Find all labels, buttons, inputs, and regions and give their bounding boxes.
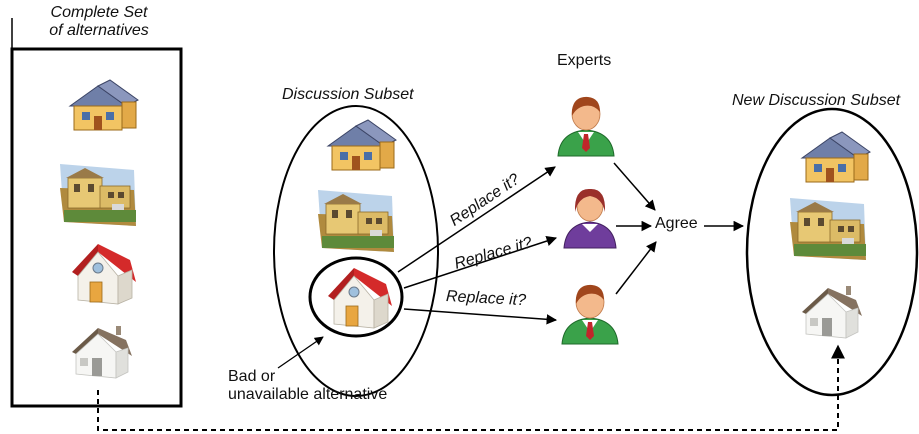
note-line1: Bad or: [228, 368, 276, 385]
new-discussion-subset-ellipse: [745, 107, 919, 397]
villa-photo-icon: [317, 189, 395, 253]
expert-purple-icon: [563, 188, 617, 249]
note-line2: unavailable alternative: [228, 385, 388, 403]
complete-set-title-line2: of alternatives: [49, 21, 149, 39]
dashed-replacement-path: [97, 344, 845, 431]
replace-arrow-1: [397, 166, 556, 273]
red-roof-house-icon: [71, 243, 137, 305]
bad-alternative-highlight: [308, 256, 404, 338]
note-arrow: [277, 336, 324, 369]
villa-photo-icon: [59, 163, 137, 227]
brown-roof-house-icon: [71, 325, 133, 379]
new-discussion-subset-title: New Discussion Subset: [732, 92, 901, 109]
replace-arrow-3: [403, 308, 558, 325]
experts-title: Experts: [557, 52, 612, 69]
expert-green-icon: [561, 284, 619, 345]
expert-green-icon: [557, 96, 615, 157]
discussion-subset-title: Discussion Subset: [282, 86, 414, 103]
replace-arrow-2: [403, 235, 557, 289]
agree-arrow-1: [613, 162, 656, 211]
brown-roof-house-icon: [801, 285, 863, 339]
agree-label: Agree: [655, 215, 698, 232]
blue-roof-house-icon: [801, 131, 871, 183]
agree-arrow-3: [615, 241, 657, 295]
red-roof-house-icon: [327, 267, 393, 329]
discussion-subset-ellipse: [273, 105, 439, 397]
complete-set-box: [10, 47, 183, 408]
complete-set-title: Complete Set of alternatives: [14, 4, 184, 39]
blue-roof-house-icon: [327, 119, 397, 171]
bad-alternative-note: Bad or unavailable alternative: [228, 368, 387, 403]
villa-photo-icon: [789, 197, 867, 261]
blue-roof-house-icon: [69, 79, 139, 131]
complete-set-title-line1: Complete Set: [50, 4, 148, 21]
